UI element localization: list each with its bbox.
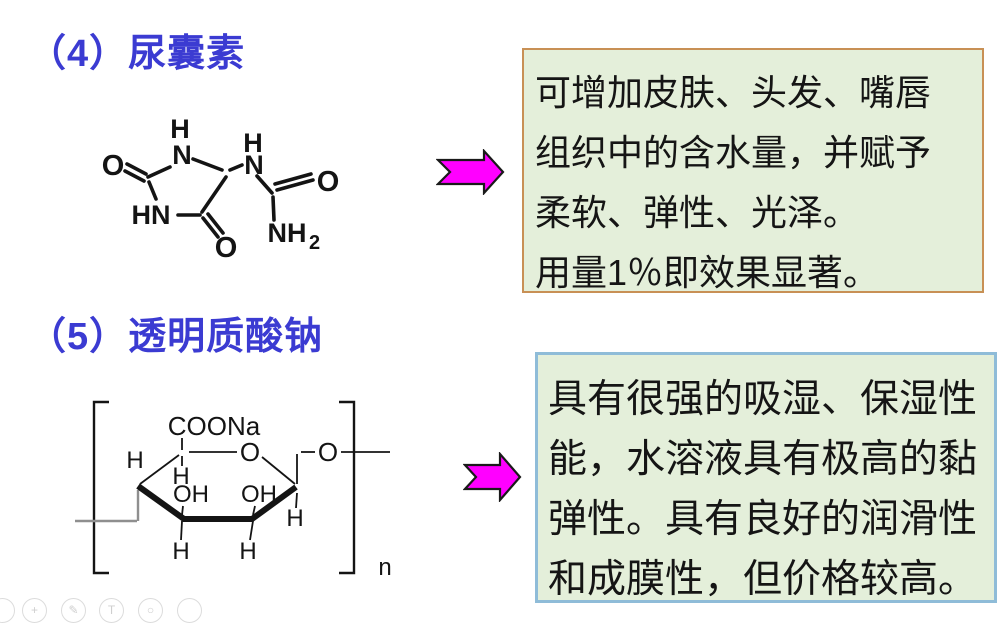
atom-label-coona: COONa <box>168 411 261 441</box>
notched-right-arrow <box>438 151 503 193</box>
atom-label-chain-o: O <box>318 437 338 467</box>
text-icon: T <box>107 603 116 617</box>
note-line: 柔软、弹性、光泽。 <box>535 192 860 233</box>
atom-label-h-top: H <box>170 114 190 144</box>
note-line: 能，水溶液具有极高的黏 <box>548 438 978 481</box>
allantoin-atom-labels: H N O HN O H N O NH 2 <box>102 114 340 264</box>
hyaluronate-atom-labels: COONa O O H H OH OH H H H n <box>126 411 391 581</box>
hyaluronate-structure-diagram: COONa O O H H OH OH H H H n <box>75 400 392 581</box>
section-5-title: （5）透明质酸钠 <box>28 316 324 358</box>
arrow-icon <box>463 452 522 502</box>
atom-label-n-right: N <box>244 150 264 180</box>
note-line: 和成膜性，但价格较高。 <box>548 558 978 601</box>
circle-icon: ○ <box>146 603 155 617</box>
notched-right-arrow-outline <box>436 149 505 195</box>
atom-label-oh-left: OH <box>173 481 209 508</box>
atom-label-nh-sub2: 2 <box>309 232 320 254</box>
note-box-allantoin: 可增加皮肤、头发、嘴唇 组织中的含水量，并赋予 柔软、弹性、光泽。 用量1％即效… <box>522 48 984 293</box>
atom-label-n-top: N <box>172 140 192 170</box>
toolbar-button-shape[interactable]: ○ <box>138 598 163 623</box>
arrow-icon <box>436 149 505 195</box>
toolbar-button-add[interactable]: + <box>22 598 47 623</box>
hyaluronate-bold-ring-edge <box>136 483 298 522</box>
notched-right-arrow <box>465 454 520 500</box>
hyaluronate-brackets <box>92 400 356 575</box>
note-line: 可增加皮肤、头发、嘴唇 <box>535 72 932 113</box>
allantoin-bonds <box>123 157 315 239</box>
polymer-n-subscript: n <box>378 554 391 581</box>
atom-label-o-bottom: O <box>215 232 238 264</box>
atom-label-h-c3: H <box>172 538 189 565</box>
allantoin-structure-diagram: H N O HN O H N O NH 2 <box>102 114 340 264</box>
note-line: 用量1％即效果显著。 <box>535 252 880 293</box>
atom-label-h-c4: H <box>126 447 143 474</box>
notched-right-arrow-outline <box>463 452 522 502</box>
atom-label-ring-o: O <box>240 437 260 467</box>
note-line: 弹性。具有良好的润滑性 <box>548 498 978 541</box>
atom-label-h-c1: H <box>286 505 303 532</box>
toolbar-button-2[interactable] <box>177 598 202 623</box>
plus-icon: + <box>30 603 38 617</box>
atom-label-o-right: O <box>317 166 340 198</box>
pencil-icon: ✎ <box>68 603 79 617</box>
atom-label-nh: NH <box>268 218 307 248</box>
note-line: 具有很强的吸湿、保湿性 <box>548 378 978 421</box>
atom-label-h-c2: H <box>239 538 256 565</box>
note-box-hyaluronate: 具有很强的吸湿、保湿性 能，水溶液具有极高的黏 弹性。具有良好的润滑性 和成膜性… <box>535 352 997 603</box>
atom-label-h-c5: H <box>172 463 189 490</box>
atom-label-oh-right: OH <box>241 481 277 508</box>
toolbar-button-text[interactable]: T <box>99 598 124 623</box>
atom-label-hn: HN <box>132 200 171 230</box>
hyaluronate-chain-links <box>75 490 140 523</box>
toolbar-button-1[interactable] <box>0 598 15 623</box>
note-line: 组织中的含水量，并赋予 <box>535 132 932 173</box>
toolbar-button-pencil[interactable]: ✎ <box>61 598 86 623</box>
section-4-title: （4）尿囊素 <box>28 33 246 75</box>
hyaluronate-bonds <box>139 438 390 541</box>
atom-label-o-left: O <box>102 150 125 182</box>
atom-label-h-right: H <box>243 128 263 158</box>
